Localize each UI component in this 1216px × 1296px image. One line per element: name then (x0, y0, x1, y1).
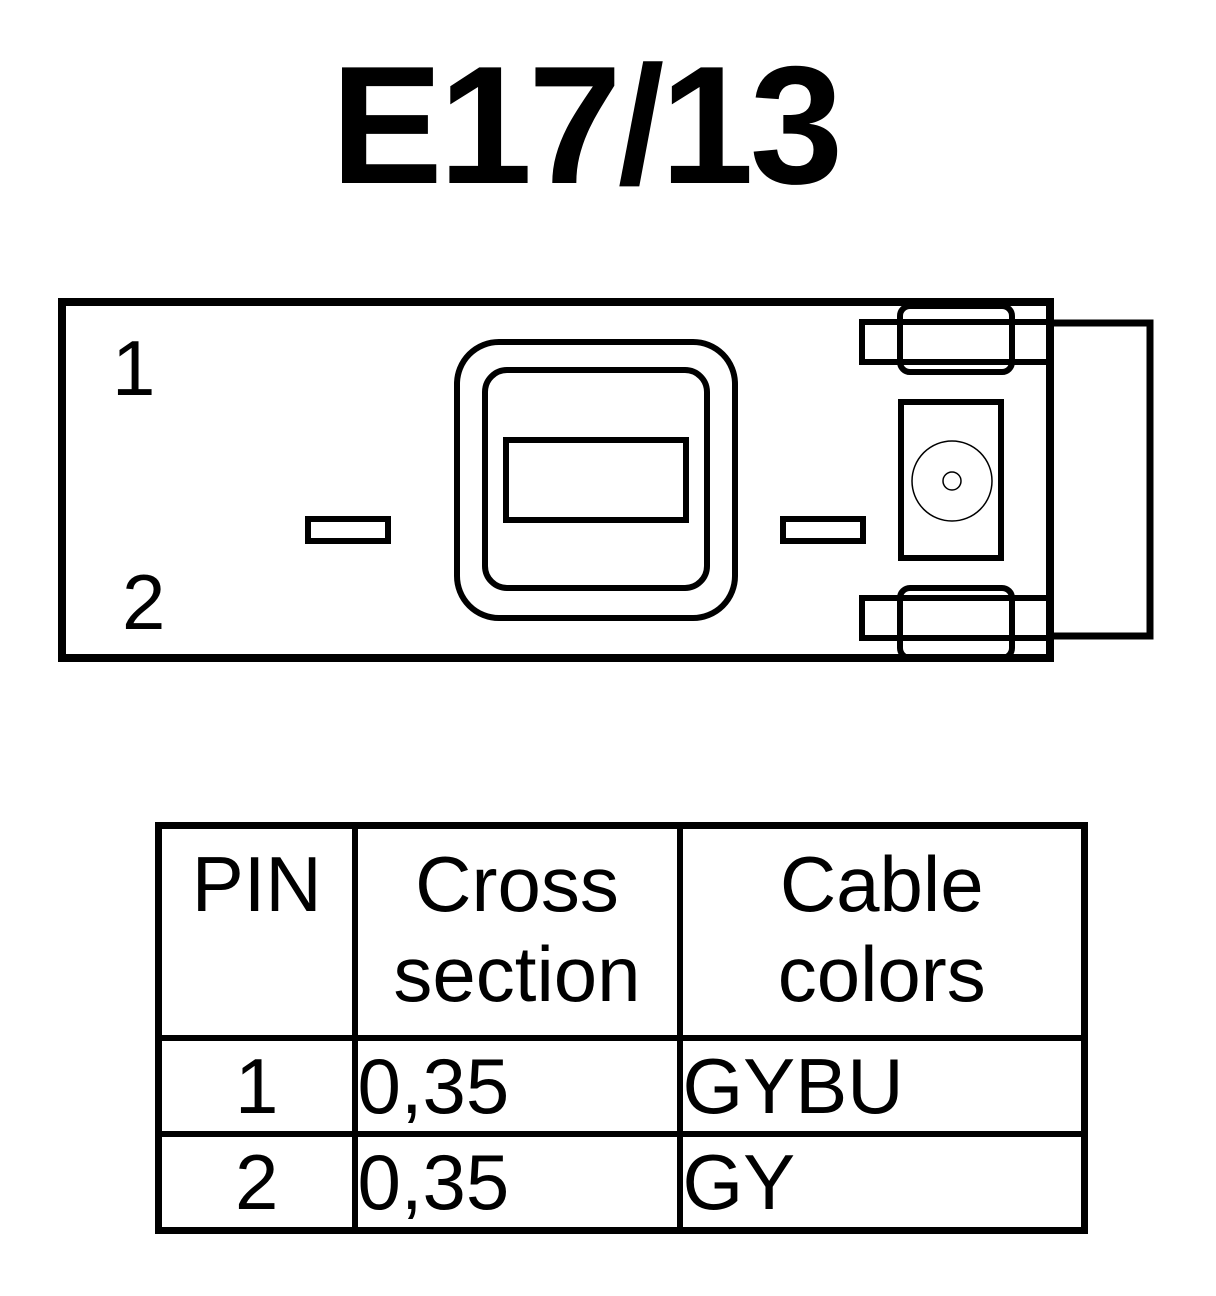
header-cross-section: Cross section (351, 822, 683, 1041)
connector-drawing (58, 298, 1154, 662)
cable-color-cell: GY (676, 1131, 1088, 1234)
center-window (503, 437, 689, 523)
cable-color-cell: GYBU (676, 1035, 1088, 1137)
terminal-slot-left (305, 516, 391, 544)
connector-housing (58, 298, 1054, 662)
cross-section-cell: 0,35 (351, 1035, 683, 1137)
center-frame-inner (482, 367, 710, 591)
cross-section-cell: 0,35 (351, 1131, 683, 1234)
pin-label-2: 2 (122, 558, 166, 646)
diagram-title: E17/13 (330, 31, 843, 219)
table-row: 2 0,35 GY (155, 1131, 1088, 1234)
sensor-center (942, 471, 962, 491)
table-row: 1 0,35 GYBU (155, 1035, 1088, 1137)
clip-bottom-body (897, 585, 1015, 661)
clip-bottom-frame (859, 595, 1053, 641)
sensor-pocket (898, 399, 1004, 561)
pin-label-1: 1 (112, 324, 156, 412)
terminal-slot-right (780, 516, 866, 544)
header-cable-colors: Cable colors (676, 822, 1088, 1041)
pin-cell: 1 (155, 1035, 358, 1137)
header-pin: PIN (155, 822, 358, 1041)
pin-assignment-table: PIN Cross section Cable colors 1 0,35 GY… (155, 822, 1088, 1234)
table-header-row: PIN Cross section Cable colors (155, 822, 1088, 1041)
pin-cell: 2 (155, 1131, 358, 1234)
clip-top-frame (859, 319, 1053, 365)
latch-bracket (1050, 319, 1154, 640)
sensor-ring (911, 440, 993, 522)
clip-top-body (897, 303, 1015, 375)
center-frame-outer (454, 339, 738, 621)
